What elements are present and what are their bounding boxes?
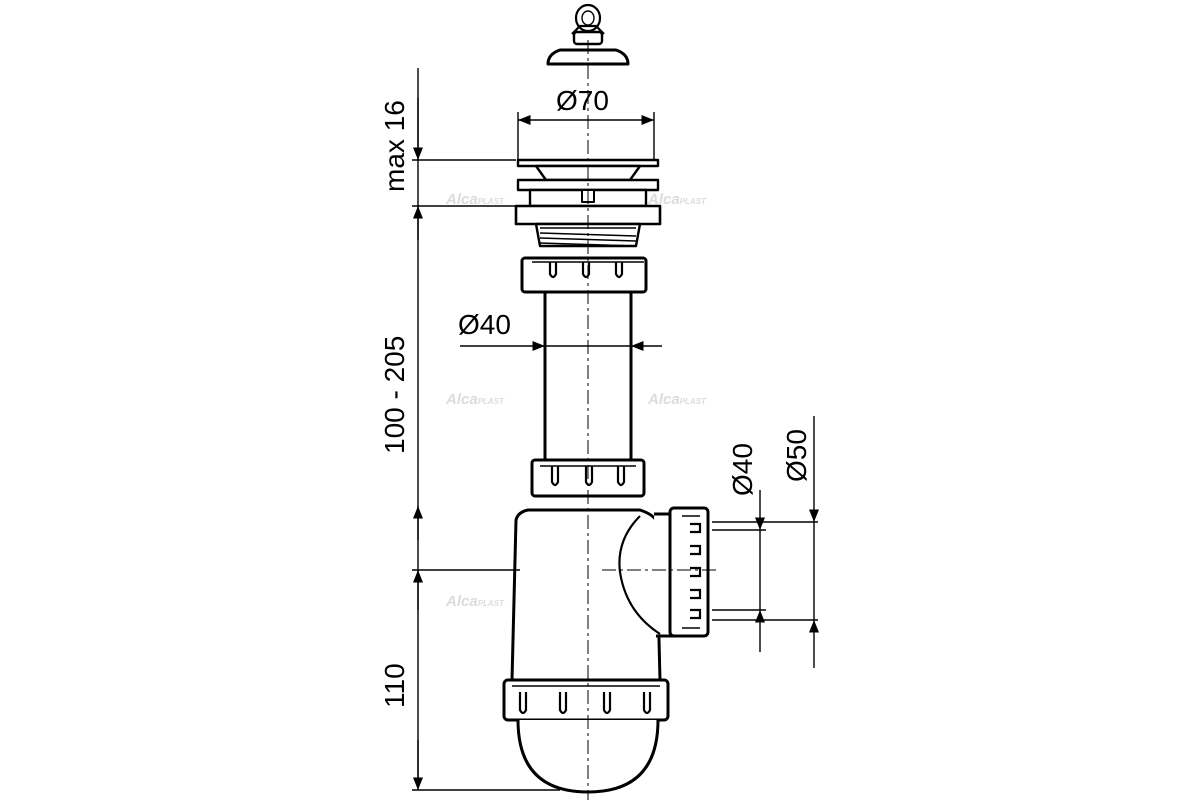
left-dimension-line: [412, 68, 560, 791]
dimension-diameter-70: Ø70: [556, 85, 609, 116]
watermark-3: AlcaPLAST: [445, 391, 505, 408]
dimension-100-205: 100 - 205: [379, 336, 410, 454]
trap-body: [510, 506, 710, 682]
dimension-diameter-outlet-50: Ø50: [781, 429, 812, 482]
dimension-diameter-outlet-40: Ø40: [727, 443, 758, 496]
watermark-5: AlcaPLAST: [445, 593, 505, 610]
watermark-4: AlcaPLAST: [647, 391, 707, 408]
dimension-line-70: [517, 112, 655, 160]
dimension-diameter-pipe-40: Ø40: [458, 309, 511, 340]
dimension-110: 110: [379, 663, 410, 708]
dimension-line-outlet: [712, 416, 820, 668]
watermark-1: AlcaPLAST: [445, 191, 505, 208]
dimension-max-16: max 16: [379, 100, 410, 192]
trap-bottom-cup: [502, 678, 670, 794]
upper-nut: [520, 256, 648, 294]
drain-plug: [546, 3, 630, 66]
watermark-2: AlcaPLAST: [647, 191, 707, 208]
